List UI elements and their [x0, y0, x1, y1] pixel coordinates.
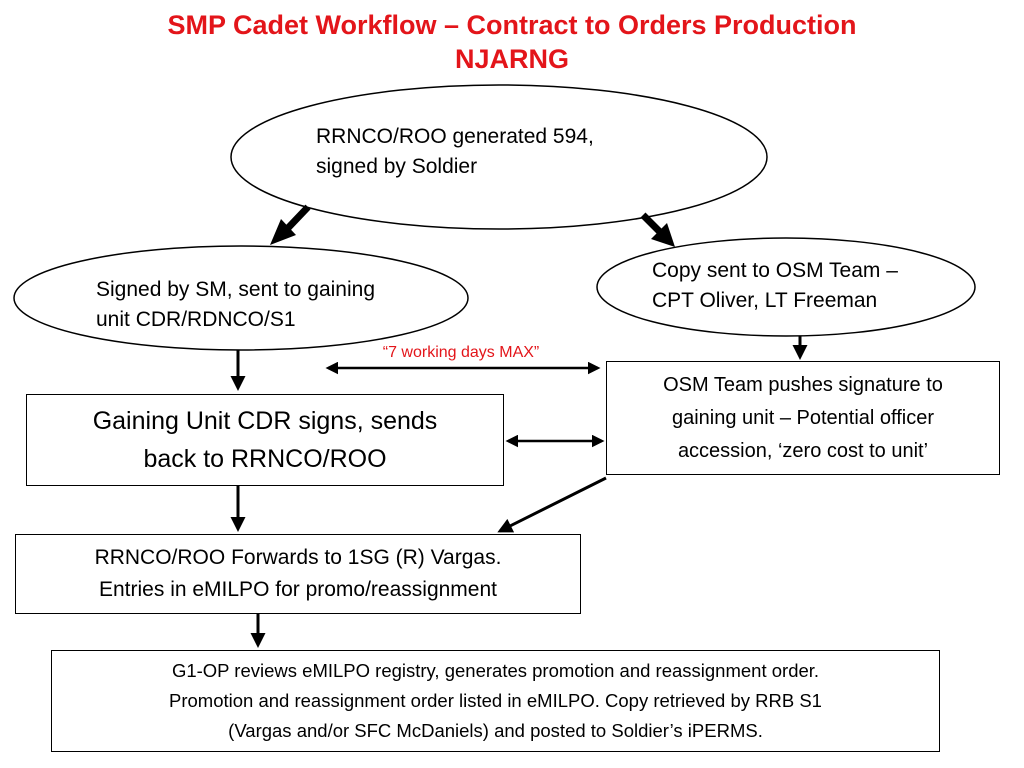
g1-review-line-1: G1-OP reviews eMILPO registry, generates… [171, 660, 820, 681]
bold-arrow-start-to-osm [640, 212, 675, 247]
copy-osm-line-2: CPT Oliver, LT Freeman [652, 289, 878, 312]
slide-title: SMP Cadet Workflow – Contract to Orders … [0, 8, 1024, 76]
gaining-cdr-line-2: back to RRNCO/ROO [143, 445, 387, 473]
signed-by-sm-node: Signed by SM, sent to gaining unit CDR/R… [96, 275, 375, 335]
start-node: RRNCO/ROO generated 594, signed by Soldi… [316, 122, 594, 182]
copy-osm-line-1: Copy sent to OSM Team – [652, 259, 898, 282]
seven-days-note: “7 working days MAX” [382, 344, 540, 361]
forward-1sg-node: RRNCO/ROO Forwards to 1SG (R) Vargas. En… [15, 534, 581, 614]
arrow-osm-push-to-forward [497, 476, 607, 533]
osm-push-line-2: gaining unit – Potential officer [671, 406, 935, 429]
gaining-cdr-node: Gaining Unit CDR signs, sends back to RR… [26, 394, 504, 486]
copy-osm-ellipse [596, 237, 976, 337]
osm-push-line-1: OSM Team pushes signature to [663, 373, 943, 396]
g1-review-line-3: (Vargas and/or SFC McDaniels) and posted… [228, 720, 763, 741]
bold-arrow-start-to-signed [270, 204, 311, 245]
g1-review-node: G1-OP reviews eMILPO registry, generates… [51, 650, 940, 752]
slide-title-line-1: SMP Cadet Workflow – Contract to Orders … [167, 10, 857, 40]
osm-push-node: OSM Team pushes signature to gaining uni… [606, 361, 1000, 475]
signed-by-sm-line-2: unit CDR/RDNCO/S1 [96, 308, 296, 331]
copy-osm-node: Copy sent to OSM Team – CPT Oliver, LT F… [652, 256, 898, 316]
forward-1sg-line-2: Entries in eMILPO for promo/reassignment [99, 578, 497, 601]
start-node-line-1: RRNCO/ROO generated 594, [316, 125, 594, 148]
signed-by-sm-ellipse [13, 245, 469, 351]
start-ellipse [230, 84, 768, 230]
gaining-cdr-line-1: Gaining Unit CDR signs, sends [92, 407, 438, 435]
forward-1sg-line-1: RRNCO/ROO Forwards to 1SG (R) Vargas. [94, 546, 502, 569]
osm-push-line-3: accession, ‘zero cost to unit’ [677, 439, 929, 462]
start-node-line-2: signed by Soldier [316, 155, 478, 178]
g1-review-line-2: Promotion and reassignment order listed … [169, 690, 822, 711]
slide-title-line-2: NJARNG [454, 44, 569, 74]
signed-by-sm-line-1: Signed by SM, sent to gaining [96, 278, 376, 301]
